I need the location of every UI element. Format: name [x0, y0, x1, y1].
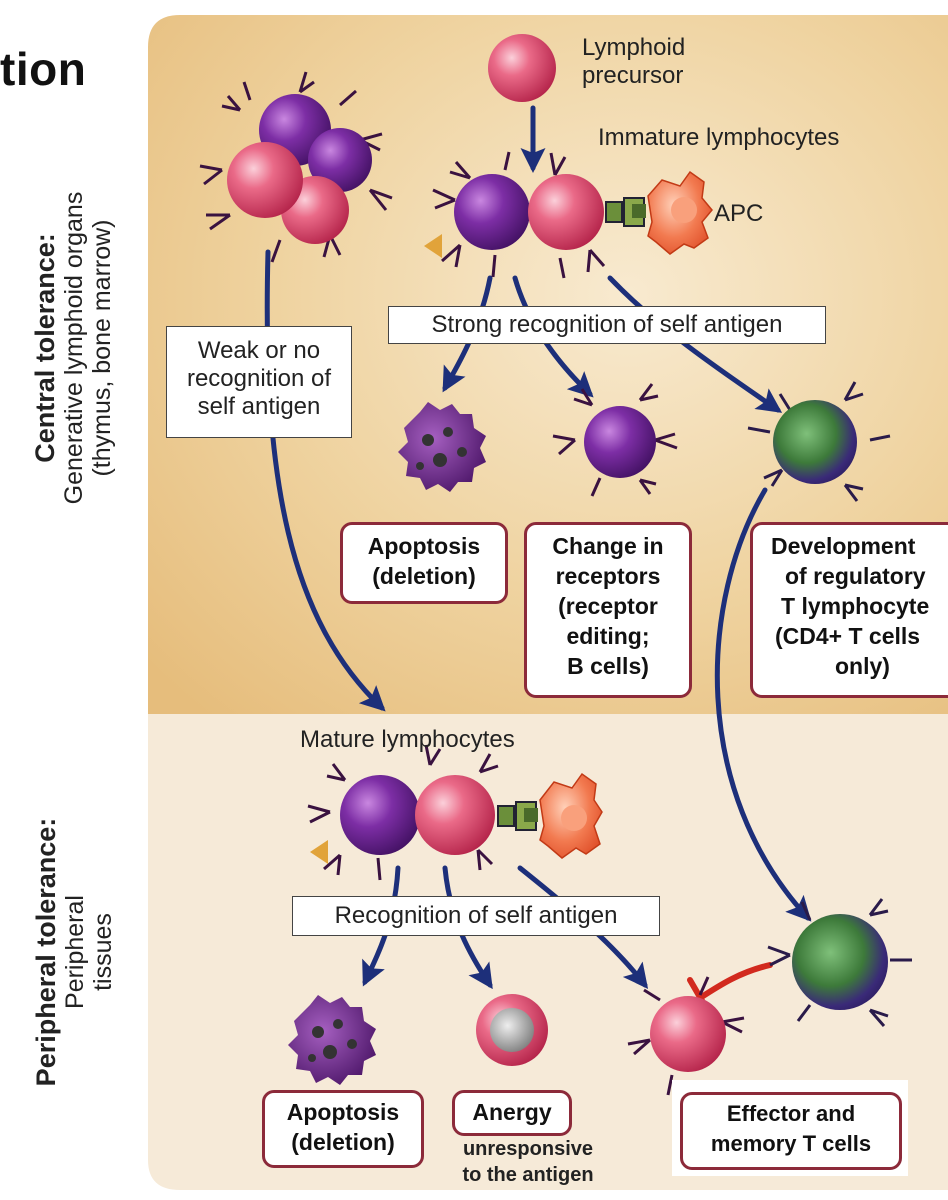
central-apoptosis-line2: (deletion)	[372, 563, 476, 589]
peripheral-apoptotic-fragments	[308, 1019, 357, 1062]
effector-receptors	[627, 976, 745, 1096]
central-tolerance-line2: (thymus, bone marrow)	[88, 219, 116, 477]
effector-t-cell	[650, 996, 726, 1072]
peripheral-treg-receptors	[767, 898, 912, 1027]
central-apoptosis-line1: Apoptosis	[367, 533, 481, 559]
effector-memory-line2: memory T cells	[710, 1131, 872, 1156]
anergic-cell-nucleus	[490, 1008, 534, 1052]
anergy-box: Anergy	[452, 1090, 572, 1136]
receptor-editing-line4: editing;	[566, 623, 650, 649]
weak-recognition-line2: recognition of	[186, 365, 332, 392]
peripheral-apoptosis-box: Apoptosis (deletion)	[262, 1090, 424, 1168]
receptor-editing-box: Change in receptors (receptor editing; B…	[524, 522, 692, 698]
central-treg-cell	[773, 400, 857, 484]
weak-recognition-box: Weak or no recognition of self antigen	[166, 326, 352, 438]
treg-development-line1: Development	[771, 533, 916, 559]
antigen-triangle	[424, 234, 442, 258]
arrow-to-treg	[607, 275, 783, 413]
receptor-editing-line3: (receptor	[558, 593, 658, 619]
central-tolerance-line1: Generative lymphoid organs	[60, 191, 88, 505]
cluster-purple-cell-2	[308, 128, 372, 192]
peripheral-tolerance-side-label: Peripheral tolerance: Peripheral tissues	[31, 772, 127, 1132]
mature-lymphocytes-label: Mature lymphocytes	[300, 726, 515, 753]
lymphocyte-cluster	[199, 71, 393, 263]
anergy-description: unresponsive to the antigen	[440, 1136, 616, 1188]
weak-recognition-line3: self antigen	[197, 393, 321, 420]
receptor-editing-cell	[584, 406, 656, 478]
immature-b-cell	[454, 174, 530, 250]
mature-mhc-tcr-complex	[497, 801, 538, 831]
receptor-editing-line1: Change in	[552, 533, 664, 559]
anergy-description-line1: unresponsive	[462, 1138, 594, 1160]
weak-recognition-line1: Weak or no	[197, 337, 321, 364]
central-tolerance-title: Central tolerance:	[30, 233, 60, 463]
treg-development-line3: T lymphocyte	[781, 593, 930, 619]
apoptotic-fragments	[416, 427, 467, 470]
peripheral-apoptotic-cell	[288, 995, 376, 1085]
peripheral-treg-cell	[792, 914, 888, 1010]
apc-nucleus	[671, 197, 697, 223]
treg-development-box: Development of regulatory T lymphocyte (…	[750, 522, 948, 698]
strong-recognition-box: Strong recognition of self antigen	[388, 306, 826, 344]
anergy-description-line2: to the antigen	[462, 1164, 594, 1186]
arrow-to-central-apoptosis	[442, 275, 493, 393]
effector-memory-box: Effector and memory T cells	[680, 1092, 902, 1170]
peripheral-apoptosis-line2: (deletion)	[291, 1129, 395, 1155]
treg-receptors	[747, 381, 891, 502]
effector-memory-line1: Effector and	[726, 1101, 856, 1126]
central-tolerance-side-label: Central tolerance: Generative lymphoid o…	[30, 138, 126, 558]
receptor-editing-line5: B cells)	[567, 653, 649, 679]
immature-receptors	[432, 151, 606, 279]
cluster-pink-cell-2	[227, 142, 303, 218]
treg-development-line5: only)	[835, 653, 890, 679]
arrow-treg-to-periphery	[714, 487, 812, 922]
peripheral-tolerance-title: Peripheral tolerance:	[31, 817, 61, 1087]
mature-receptors	[307, 744, 499, 881]
immature-t-cell	[528, 174, 604, 250]
immature-lymphocytes-label: Immature lymphocytes	[598, 124, 840, 151]
central-apoptosis-box: Apoptosis (deletion)	[340, 522, 508, 604]
apc-label: APC	[714, 200, 764, 227]
mature-antigen-triangle	[310, 840, 328, 864]
lymphoid-precursor-label-line2: precursor	[582, 62, 684, 89]
lymphoid-precursor-label-line1: Lymphoid	[582, 34, 686, 61]
mature-t-cell	[415, 775, 495, 855]
arrow-to-receptor-editing	[512, 275, 594, 398]
recognition-box: Recognition of self antigen	[292, 896, 660, 936]
peripheral-tolerance-line1: Peripheral	[61, 895, 89, 1009]
receptor-editing-line2: receptors	[555, 563, 661, 589]
page-title-fragment: tion	[0, 43, 87, 95]
lymphoid-precursor-label: Lymphoid precursor	[582, 34, 685, 90]
lymphoid-precursor-cell	[488, 34, 556, 102]
peripheral-apoptosis-line1: Apoptosis	[286, 1099, 400, 1125]
treg-development-line4: (CD4+ T cells	[775, 623, 921, 649]
edited-receptors	[552, 383, 678, 497]
mature-b-cell	[340, 775, 420, 855]
mhc-tcr-complex	[605, 197, 646, 227]
peripheral-tolerance-line2: tissues	[89, 913, 117, 991]
mature-apc-nucleus	[561, 805, 587, 831]
treg-development-line2: of regulatory	[785, 563, 926, 589]
